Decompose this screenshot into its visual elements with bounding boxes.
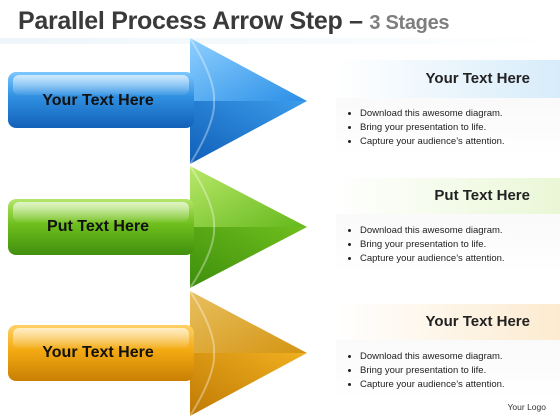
title-main: Parallel Process Arrow Step – (18, 7, 370, 35)
stage-3-panel: Your Text Here Download this awesome dia… (330, 303, 560, 409)
stage-2-panel-bg (336, 178, 560, 274)
stage-1-heading: Your Text Here (425, 70, 530, 87)
bullet-icon (348, 383, 351, 386)
page-title: Parallel Process Arrow Step – 3 Stages (18, 4, 450, 38)
stage-1-arrow (8, 37, 307, 165)
list-item: Bring your presentation to life. (348, 364, 505, 378)
bullet-text: Capture your audience’s attention. (360, 136, 505, 147)
stage-3-heading: Your Text Here (425, 313, 530, 330)
bullet-text: Capture your audience’s attention. (360, 379, 505, 390)
logo-placeholder: Your Logo (507, 402, 546, 412)
bullet-icon (348, 243, 351, 246)
stage-2-label: Put Text Here (47, 218, 149, 235)
bullet-icon (348, 126, 351, 129)
stage-2-panel: Put Text Here Download this awesome diag… (330, 177, 560, 283)
bullet-text: Bring your presentation to life. (360, 239, 487, 250)
list-item: Bring your presentation to life. (348, 238, 505, 252)
list-item: Download this awesome diagram. (348, 107, 505, 121)
bullet-text: Download this awesome diagram. (360, 351, 503, 362)
bullet-text: Bring your presentation to life. (360, 122, 487, 133)
bullet-text: Download this awesome diagram. (360, 225, 503, 236)
list-item: Bring your presentation to life. (348, 121, 505, 135)
stage-3-panel-bg (336, 304, 560, 400)
stage-2-arrow (8, 165, 307, 289)
stage-3-arrow (8, 290, 307, 417)
bullet-icon (348, 229, 351, 232)
stage-3-label: Your Text Here (42, 344, 154, 361)
stage-1-label: Your Text Here (42, 92, 154, 109)
list-item: Capture your audience’s attention. (348, 252, 505, 266)
bullet-text: Bring your presentation to life. (360, 365, 487, 376)
stage-1-bullet-list: Download this awesome diagram. Bring you… (348, 107, 505, 149)
stage-2-bullet-list: Download this awesome diagram. Bring you… (348, 224, 505, 266)
bullet-text: Capture your audience’s attention. (360, 253, 505, 264)
bullet-icon (348, 140, 351, 143)
stage-2-heading: Put Text Here (434, 187, 530, 204)
list-item: Capture your audience’s attention. (348, 378, 505, 392)
bullet-text: Download this awesome diagram. (360, 108, 503, 119)
list-item: Download this awesome diagram. (348, 350, 505, 364)
stage-1-panel-bg (336, 60, 560, 158)
stage-3-bullet-list: Download this awesome diagram. Bring you… (348, 350, 505, 392)
bullet-icon (348, 369, 351, 372)
title-divider-band (0, 38, 560, 44)
list-item: Download this awesome diagram. (348, 224, 505, 238)
bullet-icon (348, 257, 351, 260)
bullet-icon (348, 355, 351, 358)
bullet-icon (348, 112, 351, 115)
list-item: Capture your audience’s attention. (348, 135, 505, 149)
stage-1-panel: Your Text Here Download this awesome dia… (330, 60, 560, 166)
title-sub: 3 Stages (369, 12, 450, 34)
